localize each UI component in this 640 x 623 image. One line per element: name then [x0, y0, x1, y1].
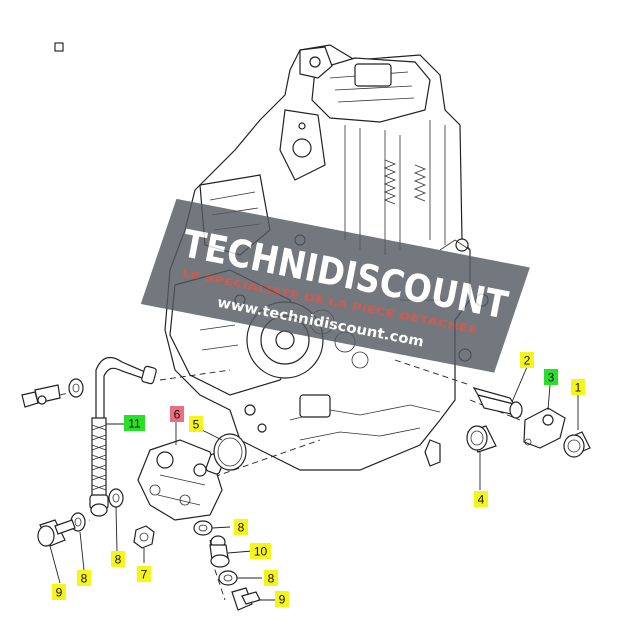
- callout-c3[interactable]: 3: [544, 369, 558, 385]
- bracket-3: [523, 407, 566, 449]
- banjo-bolt-10: [209, 535, 230, 568]
- callout-label: 11: [128, 417, 141, 431]
- washer-8-left: [108, 488, 124, 508]
- bolt-9-right: [231, 587, 261, 611]
- callout-label: 8: [81, 572, 88, 586]
- callout-c1[interactable]: 1: [571, 379, 585, 395]
- callout-c9b[interactable]: 9: [275, 591, 289, 607]
- callout-label: 7: [141, 568, 148, 582]
- callout-box: [189, 416, 203, 432]
- callout-label: 6: [174, 408, 181, 422]
- callout-box: [234, 519, 248, 535]
- callout-c5[interactable]: 5: [189, 416, 203, 432]
- callout-label: 8: [238, 521, 245, 535]
- bolt-9-left: [37, 519, 76, 547]
- sealing-washer-upper: [68, 378, 84, 398]
- callout-box: [275, 591, 289, 607]
- callout-c2[interactable]: 2: [520, 352, 534, 368]
- callout-box: [170, 406, 184, 422]
- callout-c8b[interactable]: 8: [77, 570, 91, 586]
- callout-label: 1: [575, 381, 582, 395]
- tube-2: [472, 387, 523, 419]
- banjo-bolt-upper: [21, 384, 61, 408]
- sleeve-4: [466, 425, 497, 453]
- callout-c10[interactable]: 10: [250, 543, 271, 559]
- callout-c4[interactable]: 4: [474, 491, 488, 507]
- callout-box: [111, 551, 125, 567]
- callout-c6[interactable]: 6: [170, 406, 184, 422]
- callout-c8c[interactable]: 8: [234, 519, 248, 535]
- callout-c8d[interactable]: 8: [264, 570, 278, 586]
- callout-box: [52, 584, 66, 600]
- callout-c8a[interactable]: 8: [111, 551, 125, 567]
- callout-label: 9: [279, 593, 286, 607]
- callout-label: 9: [56, 586, 63, 600]
- nut-7: [133, 525, 155, 549]
- callout-box: [544, 369, 558, 385]
- callout-box: [250, 543, 271, 559]
- callout-label: 3: [548, 371, 555, 385]
- callout-label: 4: [478, 493, 485, 507]
- callout-box: [137, 566, 151, 582]
- callout-box: [520, 352, 534, 368]
- callout-box: [124, 415, 145, 431]
- washer-8-right-upper: [193, 520, 213, 536]
- callout-label: 8: [115, 553, 122, 567]
- o-ring: [213, 433, 247, 471]
- callout-c11[interactable]: 11: [124, 415, 145, 431]
- callout-box: [474, 491, 488, 507]
- pipe-assembly: [89, 356, 157, 517]
- callout-box: [77, 570, 91, 586]
- callout-label: 2: [524, 354, 531, 368]
- callout-c9a[interactable]: 9: [52, 584, 66, 600]
- callout-c7[interactable]: 7: [137, 566, 151, 582]
- callout-box: [264, 570, 278, 586]
- select-checkbox[interactable]: [54, 42, 64, 52]
- callout-label: 8: [268, 572, 275, 586]
- cap-1: [563, 431, 591, 458]
- leader-lines: [49, 366, 579, 601]
- washer-8-right-lower: [218, 570, 238, 586]
- callout-label: 10: [254, 545, 268, 559]
- pump-body: [137, 439, 225, 521]
- callout-box: [571, 379, 585, 395]
- callout-label: 5: [193, 418, 200, 432]
